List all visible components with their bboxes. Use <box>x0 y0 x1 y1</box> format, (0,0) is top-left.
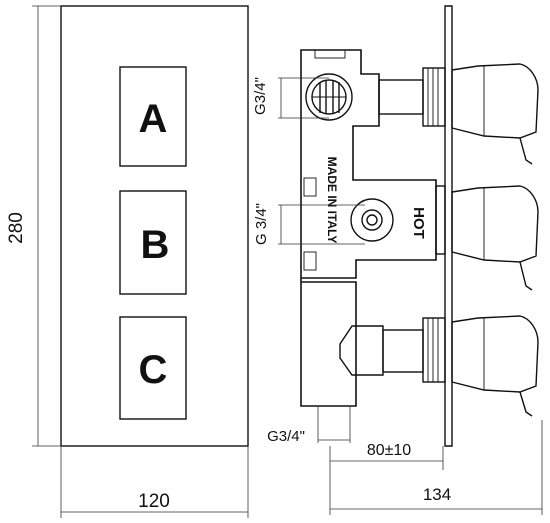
button-a: A <box>119 66 187 167</box>
total-depth-label: 134 <box>423 485 451 504</box>
middle-cartridge <box>435 185 539 291</box>
thread-middle-label: G 3/4" <box>253 203 270 245</box>
bottom-outlet <box>339 325 384 376</box>
height-dimension: 280 <box>6 5 61 447</box>
thread-dim-bottom: G3/4" <box>267 406 351 445</box>
thread-dim-middle: G 3/4" <box>253 203 365 245</box>
top-stub <box>314 49 346 59</box>
total-depth-dimension: 134 <box>329 420 543 515</box>
thread-bottom-label: G3/4" <box>267 428 305 445</box>
wall-plate <box>444 5 453 447</box>
thread-top-label: G3/4" <box>252 77 269 115</box>
valve-body <box>300 49 437 407</box>
height-label: 280 <box>6 212 27 244</box>
button-c: C <box>119 316 187 420</box>
width-label: 120 <box>138 491 170 512</box>
width-dimension: 120 <box>60 446 249 518</box>
middle-port <box>350 198 394 242</box>
depth-adjust-dimension: 80±10 <box>329 442 444 470</box>
depth-adjust-label: 80±10 <box>367 442 411 459</box>
lower-cartridge <box>382 315 539 417</box>
upper-cartridge <box>378 63 539 165</box>
button-b-letter: B <box>141 223 170 267</box>
button-a-letter: A <box>139 97 168 141</box>
front-view: A B C 280 120 <box>6 5 249 518</box>
button-c-letter: C <box>139 348 168 392</box>
side-view: MADE IN ITALY HOT G3/4" G 3/4" G3/4" <box>252 5 543 515</box>
hot-label: HOT <box>410 207 427 239</box>
marker-lower <box>303 251 317 271</box>
button-b: B <box>119 190 187 295</box>
top-port <box>305 73 353 121</box>
marker-upper <box>303 177 317 197</box>
made-in-italy-stamp: MADE IN ITALY <box>325 157 339 244</box>
thread-dim-top: G3/4" <box>252 77 329 119</box>
front-plate <box>60 5 249 447</box>
